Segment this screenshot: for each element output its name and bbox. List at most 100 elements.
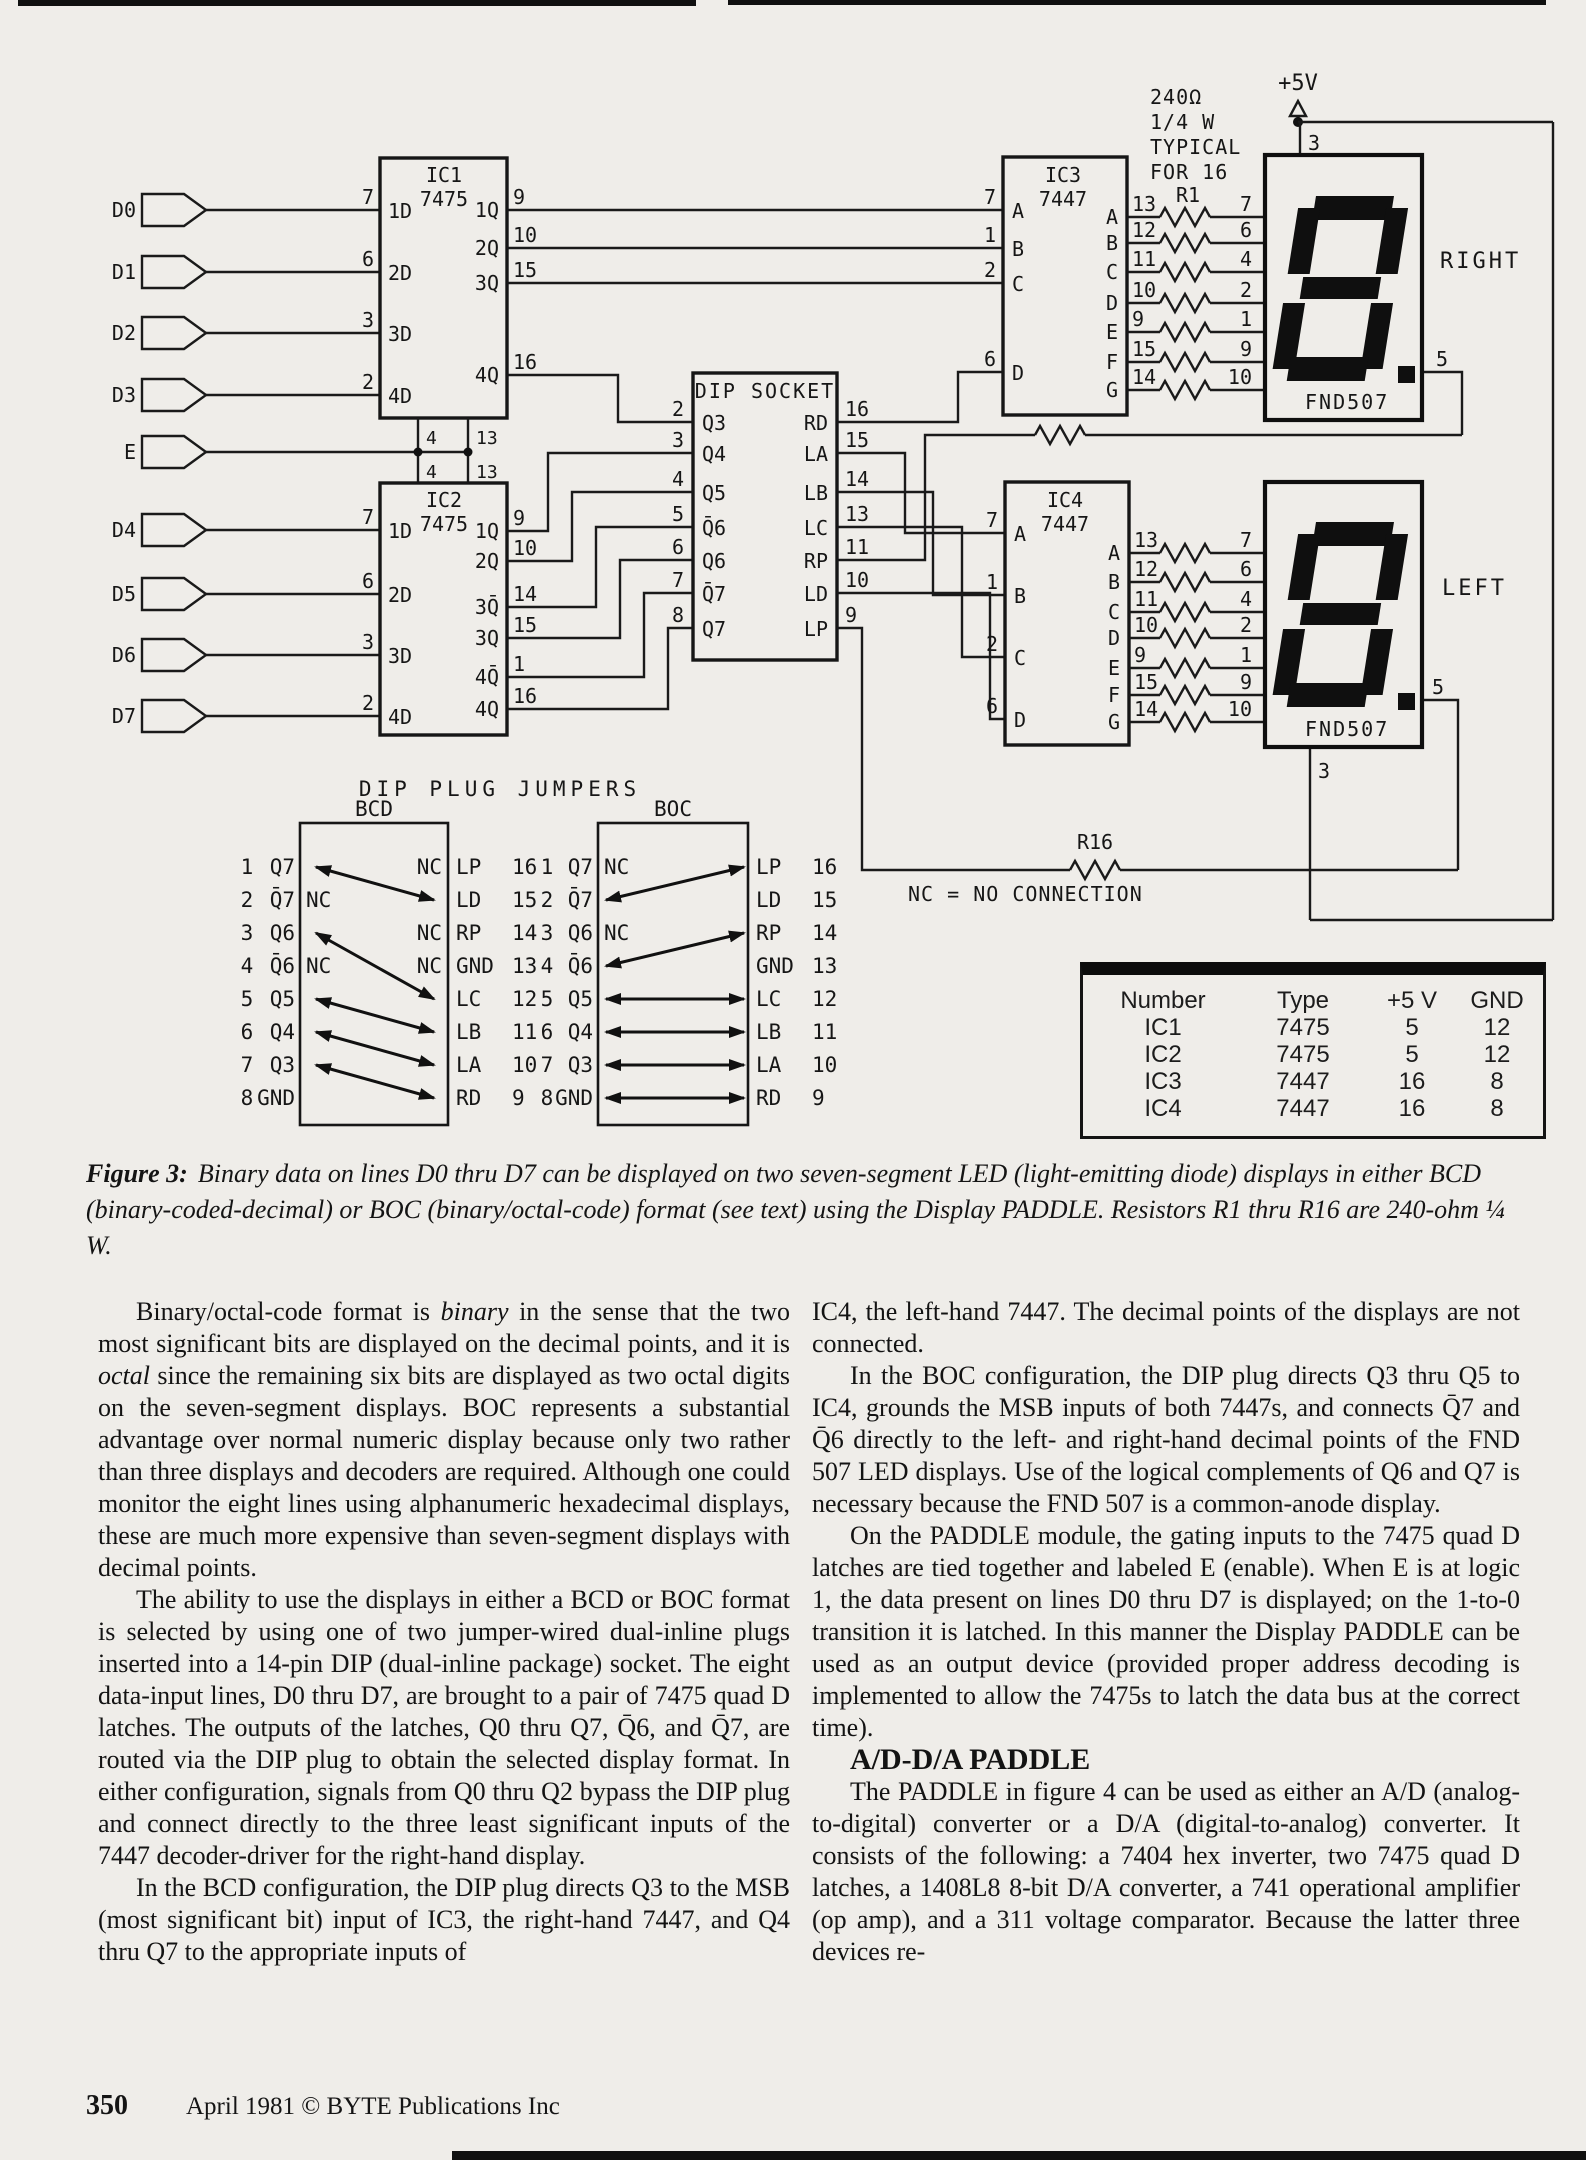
plug-pin-number: 16 bbox=[812, 855, 837, 879]
ic3-type: 7447 bbox=[1039, 187, 1087, 211]
pin-number: 3 bbox=[362, 630, 374, 654]
bcd-plug-rows: 1 Q7 2 Q̄7 NC 3 Q6 4 Q̄6 NC 5 Q5 6 Q4 7 … bbox=[241, 855, 538, 1110]
pin-number: 9 bbox=[1134, 643, 1146, 667]
display-pin-number: 3 bbox=[1308, 131, 1320, 155]
plug-pin-number: 5 bbox=[541, 987, 554, 1011]
input-label: E bbox=[124, 440, 136, 464]
pin-number: 16 bbox=[845, 397, 869, 421]
pin-number: 2 bbox=[362, 691, 374, 715]
pin-number: 9 bbox=[1240, 670, 1252, 694]
plug-pin-number: 3 bbox=[541, 921, 554, 945]
input-label: D2 bbox=[112, 321, 136, 345]
pin-label: 2Q bbox=[475, 236, 499, 260]
ic4-name: IC4 bbox=[1047, 488, 1083, 512]
pin-label: Q6 bbox=[702, 549, 726, 573]
pin-number: 6 bbox=[362, 247, 374, 271]
plug-pin-number: 8 bbox=[541, 1086, 554, 1110]
pin-number: 10 bbox=[1228, 365, 1252, 389]
section-heading: A/D-D/A PADDLE bbox=[850, 1743, 1091, 1776]
table-cell: 16 bbox=[1398, 1095, 1426, 1122]
table-cell: 8 bbox=[1490, 1068, 1504, 1095]
seven-segment-digit bbox=[1272, 196, 1409, 381]
plug-pin-number: 1 bbox=[541, 855, 554, 879]
pin-number: 2 bbox=[1240, 613, 1252, 637]
input-label: D5 bbox=[112, 582, 136, 606]
paragraph: On the PADDLE module, the gating inputs … bbox=[812, 1521, 1520, 1742]
paragraph: The ability to use the displays in eithe… bbox=[98, 1585, 790, 1870]
pin-number: 9 bbox=[513, 185, 525, 209]
plug-pin-number: 11 bbox=[512, 1020, 537, 1044]
plug-pin-label: LP bbox=[756, 855, 781, 879]
plug-pin-number: 14 bbox=[812, 921, 837, 945]
plug-pin-label: Q3 bbox=[270, 1053, 295, 1077]
plug-pin-label: Q7 bbox=[270, 855, 295, 879]
pin-label: C bbox=[1012, 272, 1024, 296]
pin-number: 16 bbox=[513, 350, 537, 374]
body-column-right: IC4, the left-hand 7447. The decimal poi… bbox=[812, 1296, 1520, 1968]
plug-pin-label: LD bbox=[756, 888, 781, 912]
pin-number: 15 bbox=[513, 258, 537, 282]
bcd-jumper-arrows bbox=[314, 865, 436, 1100]
pin-number: 16 bbox=[513, 684, 537, 708]
decimal-point-icon bbox=[1398, 693, 1415, 710]
pin-label: RP bbox=[804, 549, 828, 573]
ic4-box bbox=[1003, 480, 1131, 747]
right-display-pin-numbers: 7 6 4 2 1 9 10 bbox=[1228, 192, 1252, 389]
resistor-note: 240Ω bbox=[1150, 85, 1202, 109]
right-display-box bbox=[1262, 152, 1425, 423]
plug-pin-number: 8 bbox=[241, 1086, 254, 1110]
plug-pin-number: 14 bbox=[512, 921, 537, 945]
plug-pin-label: Q̄6 bbox=[568, 953, 593, 978]
pin-number: 15 bbox=[1134, 670, 1158, 694]
r16-label: R16 bbox=[1077, 830, 1113, 854]
plug-pin-number: 3 bbox=[241, 921, 254, 945]
pin-number: 6 bbox=[1240, 218, 1252, 242]
input-label: D6 bbox=[112, 643, 136, 667]
pin-number: 14 bbox=[513, 582, 537, 606]
plug-pin-number: 13 bbox=[812, 954, 837, 978]
plug-pin-number: 16 bbox=[512, 855, 537, 879]
pin-number: 11 bbox=[1132, 247, 1156, 271]
plug-pin-number: 4 bbox=[241, 954, 254, 978]
latch-output-wires bbox=[507, 208, 1003, 711]
pin-label: 4Q̄ bbox=[475, 664, 499, 689]
pin-number: 12 bbox=[1134, 557, 1158, 581]
table-cell: 16 bbox=[1398, 1068, 1426, 1095]
data-input-labels: D0 D1 D2 D3 E D4 D5 D6 D7 bbox=[112, 198, 136, 728]
left-display-box bbox=[1262, 479, 1425, 750]
dip-socket-pins: 2 Q3 3 Q4 4 Q5 5 Q̄6 6 Q6 7 Q̄7 8 Q7 RD … bbox=[672, 397, 869, 641]
page-edge-artifact bbox=[452, 2151, 1586, 2160]
plug-pin-label: Q7 bbox=[568, 855, 593, 879]
plug-pin-number: 12 bbox=[512, 987, 537, 1011]
pin-label: LA bbox=[804, 442, 828, 466]
pin-number: 1 bbox=[1240, 307, 1252, 331]
ic2-box bbox=[378, 481, 509, 737]
plug-pin-label: LA bbox=[456, 1053, 482, 1077]
pin-label: 3Q̄ bbox=[475, 594, 499, 619]
plug-pin-number: 12 bbox=[812, 987, 837, 1011]
pin-label: A bbox=[1014, 522, 1026, 546]
plug-pin-label: RP bbox=[456, 921, 481, 945]
resistor-note: 1/4 W bbox=[1150, 110, 1215, 134]
resistor-icon bbox=[1033, 424, 1087, 446]
plug-pin-number: 10 bbox=[512, 1053, 537, 1077]
gate-pin: 13 bbox=[476, 428, 498, 449]
pin-number: 1 bbox=[1240, 643, 1252, 667]
pin-label: 4Q bbox=[475, 363, 499, 387]
resistor-note: FOR 16 bbox=[1150, 160, 1228, 184]
junction-dot bbox=[463, 447, 473, 457]
boc-plug-rows: 1 Q7 NC 2 Q̄7 3 Q6 NC 4 Q̄6 5 Q5 6 Q4 7 … bbox=[541, 855, 838, 1110]
pin-label: B bbox=[1014, 584, 1026, 608]
input-label: D1 bbox=[112, 260, 136, 284]
pin-number: 6 bbox=[362, 569, 374, 593]
pin-label: D bbox=[1106, 291, 1118, 315]
figure-caption-label: Figure 3: bbox=[86, 1159, 188, 1188]
table-header: GND bbox=[1470, 987, 1524, 1014]
figure3-schematic: D0 D1 D2 D3 E D4 D5 D6 D7 IC1 7475 7 1D … bbox=[112, 71, 1555, 1127]
plug-pin-number: 5 bbox=[241, 987, 254, 1011]
pin-label: RD bbox=[804, 411, 828, 435]
input-label: D3 bbox=[112, 383, 136, 407]
pin-number: 7 bbox=[1240, 192, 1252, 216]
pin-label: LP bbox=[804, 617, 828, 641]
